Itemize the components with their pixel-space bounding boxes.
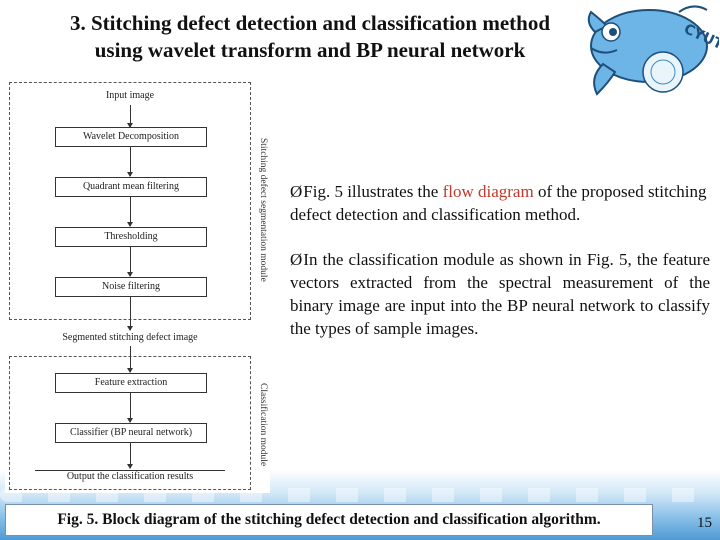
thresholding-box: Thresholding bbox=[55, 227, 207, 247]
bullet-2-text: In the classification module as shown in… bbox=[290, 250, 710, 338]
output-results-label: Output the classification results bbox=[35, 470, 225, 482]
bullet-list: ØFig. 5 illustrates the flow diagram of … bbox=[290, 180, 710, 362]
dolphin-mascot-logo-icon: CYUT bbox=[583, 2, 719, 104]
arrow-6 bbox=[130, 346, 131, 372]
block-diagram: Input image Wavelet Decomposition Quadra… bbox=[5, 78, 270, 493]
input-image-label: Input image bbox=[65, 90, 195, 101]
arrow-1 bbox=[130, 105, 131, 127]
arrow-7 bbox=[130, 392, 131, 422]
title-line-2: using wavelet transform and BP neural ne… bbox=[30, 37, 590, 64]
segmentation-module-label: Stitching defect segmentation module bbox=[258, 138, 268, 282]
bullet-2: ØIn the classification module as shown i… bbox=[290, 248, 710, 340]
noise-filtering-box: Noise filtering bbox=[55, 277, 207, 297]
arrow-2 bbox=[130, 146, 131, 176]
page-number: 15 bbox=[697, 515, 712, 532]
bullet-arrow-icon: Ø bbox=[290, 182, 302, 201]
title-line-1: 3. Stitching defect detection and classi… bbox=[30, 10, 590, 37]
bullet-arrow-icon: Ø bbox=[290, 250, 302, 269]
feature-extraction-box: Feature extraction bbox=[55, 373, 207, 393]
quadrant-mean-filtering-box: Quadrant mean filtering bbox=[55, 177, 207, 197]
slide-title: 3. Stitching defect detection and classi… bbox=[30, 10, 590, 64]
arrow-5 bbox=[130, 296, 131, 330]
arrow-3 bbox=[130, 196, 131, 226]
arrow-4 bbox=[130, 246, 131, 276]
arrow-8 bbox=[130, 442, 131, 468]
bullet-1-highlight: flow diagram bbox=[443, 182, 534, 201]
figure-caption: Fig. 5. Block diagram of the stitching d… bbox=[5, 504, 653, 536]
segmented-image-label: Segmented stitching defect image bbox=[35, 332, 225, 343]
bullet-1-pre: Fig. 5 illustrates the bbox=[303, 182, 442, 201]
classifier-box: Classifier (BP neural network) bbox=[55, 423, 207, 443]
classification-module-label: Classification module bbox=[258, 383, 268, 466]
wavelet-decomposition-box: Wavelet Decomposition bbox=[55, 127, 207, 147]
bullet-1: ØFig. 5 illustrates the flow diagram of … bbox=[290, 180, 710, 226]
